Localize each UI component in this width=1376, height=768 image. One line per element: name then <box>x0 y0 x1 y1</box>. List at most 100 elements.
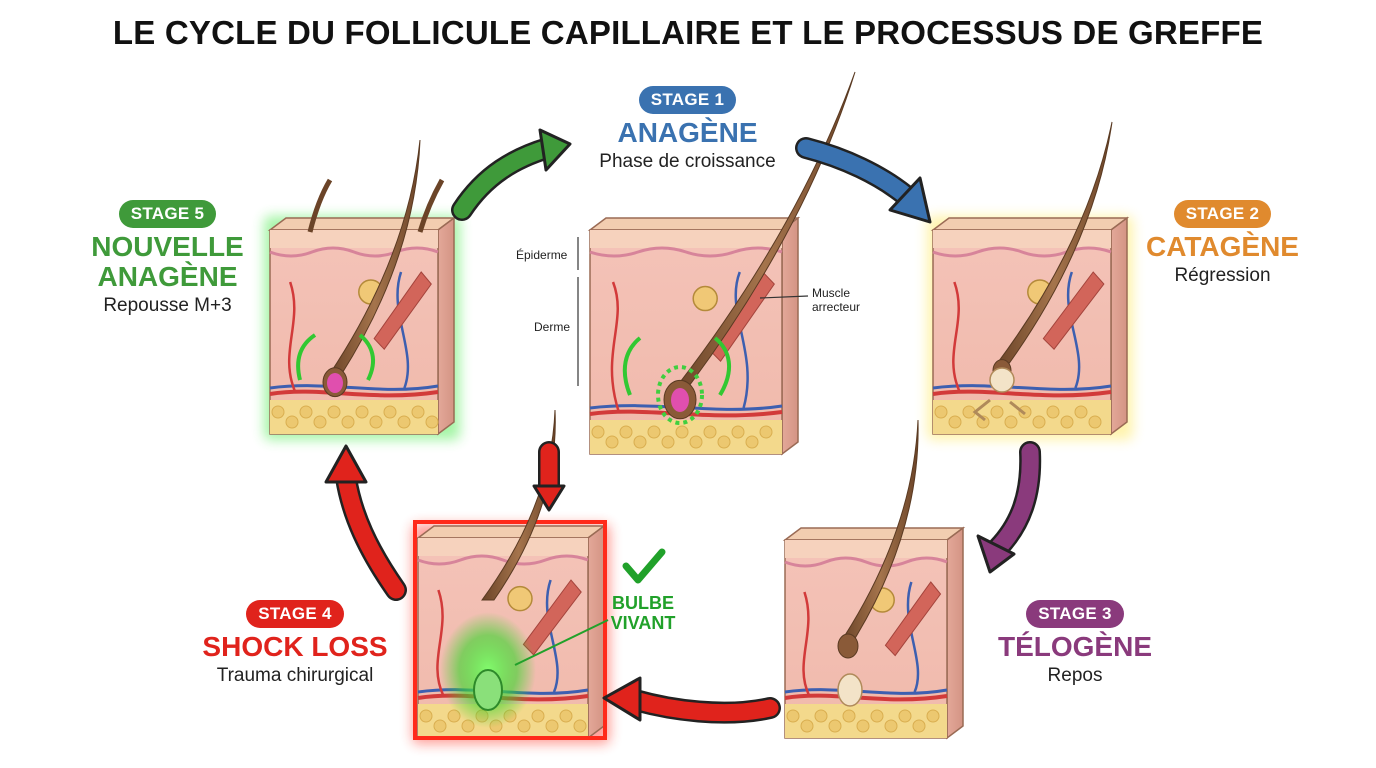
regressing-bulb <box>989 367 1015 393</box>
stage-2-name: CATAGÈNE <box>1146 231 1299 262</box>
fat-cell <box>731 425 745 439</box>
small-hair <box>417 178 445 233</box>
fat-cell <box>856 719 870 733</box>
arrowhead <box>888 176 932 224</box>
fat-cell <box>1032 415 1046 429</box>
stage-5-label: STAGE 5 NOUVELLE ANAGÈNE Repousse M+3 <box>70 200 265 317</box>
stage-1-label: STAGE 1 ANAGÈNE Phase de croissance <box>560 86 815 173</box>
muscle-annotation: Muscle arrecteur <box>812 286 861 314</box>
stage-4-subtitle: Trauma chirurgical <box>216 665 374 686</box>
shock-hair <box>481 409 556 601</box>
dermis-wave <box>784 556 948 568</box>
fat-cell <box>411 405 425 419</box>
fat-cell <box>675 425 689 439</box>
arrow-shock-insertion <box>532 441 566 512</box>
dermis-wave <box>589 246 783 258</box>
fat-cell <box>912 719 926 733</box>
arrector-muscle <box>1042 271 1105 350</box>
fat-cell <box>383 405 397 419</box>
vein <box>932 384 1112 391</box>
vein-branch <box>545 579 559 693</box>
arrector-muscle <box>373 271 432 350</box>
vein-branch <box>734 271 749 409</box>
fat-cell <box>397 415 411 429</box>
hair <box>481 409 556 601</box>
fat-cell <box>759 425 773 439</box>
fat-cell <box>545 719 559 733</box>
fat-cell <box>605 435 619 449</box>
arrow-stage3-to-4 <box>602 676 781 724</box>
dermal-papilla <box>327 373 343 393</box>
fat-cell <box>884 719 898 733</box>
growth-arrow <box>622 336 642 396</box>
arrow-body <box>797 139 914 204</box>
page-title: LE CYCLE DU FOLLICULE CAPILLAIRE ET LE P… <box>112 14 1264 51</box>
epiderme-annotation: Épiderme <box>516 248 568 262</box>
stage-5-badge: STAGE 5 <box>118 200 217 228</box>
fat-cell <box>1046 405 1060 419</box>
fat-cell <box>433 719 447 733</box>
fat-cell <box>990 405 1004 419</box>
artery <box>269 389 439 398</box>
fat-cell <box>425 415 439 429</box>
vein-branch <box>906 581 920 693</box>
fat-cell <box>1074 405 1088 419</box>
arrowhead <box>532 484 566 512</box>
block-top-face <box>930 217 1130 231</box>
vein <box>269 384 439 391</box>
arrow-body <box>989 443 1039 557</box>
stage-4-name: SHOCK LOSS <box>202 631 388 662</box>
fat-cell <box>689 435 703 449</box>
fat-cell <box>559 709 573 723</box>
stage-2-subtitle: Régression <box>1174 265 1271 286</box>
artery-branch <box>610 281 620 413</box>
fat-cell <box>369 415 383 429</box>
telogen-hair <box>837 419 919 659</box>
hair <box>841 419 919 641</box>
fat-cell <box>828 719 842 733</box>
fat-cell <box>517 719 531 733</box>
vein-branch <box>396 271 410 389</box>
fat-cell <box>313 415 327 429</box>
stage-4-badge: STAGE 4 <box>246 600 344 628</box>
hair <box>328 139 421 376</box>
arrow-stage2-to-3 <box>976 441 1042 574</box>
dermis-wave <box>269 246 439 258</box>
fat-cell <box>661 435 675 449</box>
muscle-pointer <box>759 295 809 299</box>
arrowhead <box>324 444 368 484</box>
artery-branch <box>287 281 297 393</box>
fat-cell <box>870 709 884 723</box>
fat-layer <box>270 400 438 434</box>
arrow-body <box>453 139 557 219</box>
artery-branch <box>436 589 445 697</box>
arrowhead <box>976 534 1016 574</box>
skin-block-3 <box>782 526 966 740</box>
block-side-face <box>781 216 799 456</box>
growth-arrow <box>358 333 376 381</box>
fat-cell <box>647 425 661 439</box>
fat-cell <box>926 709 940 723</box>
dermal-papilla <box>671 388 689 412</box>
fat-cell <box>285 415 299 429</box>
fat-cell <box>934 405 948 419</box>
bulbe-vivant-annotation: BULBE VIVANT <box>610 593 676 633</box>
vein <box>784 688 948 695</box>
hair <box>995 121 1113 366</box>
fat-cell <box>573 719 587 733</box>
stage-1-badge: STAGE 1 <box>638 86 737 114</box>
epidermis-band <box>418 538 588 556</box>
fat-cell <box>745 435 759 449</box>
anagen-bulb-ring <box>656 365 704 425</box>
stage-2-label: STAGE 2 CATAGÈNE Régression <box>1120 200 1325 287</box>
fat-cell <box>703 425 717 439</box>
arrow-stage5-to-1 <box>451 128 572 221</box>
fat-cell <box>419 709 433 723</box>
fat-cell <box>299 405 313 419</box>
growth-arrow <box>713 336 732 397</box>
fat-cell <box>800 719 814 733</box>
stage-1-name: ANAGÈNE <box>617 117 758 148</box>
block-top-face <box>415 525 607 539</box>
